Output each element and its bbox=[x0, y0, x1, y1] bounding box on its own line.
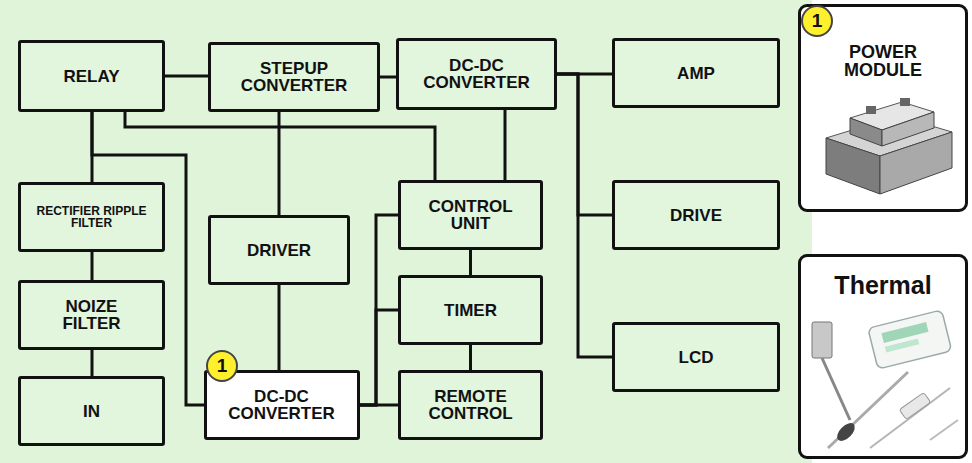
block-box: LCD bbox=[612, 322, 780, 392]
block-box: REMOTE CONTROL bbox=[398, 370, 543, 440]
block-label: TIMER bbox=[444, 302, 497, 319]
block-label: DRIVER bbox=[247, 242, 311, 259]
callout-number: 1 bbox=[206, 350, 238, 382]
block-label: REMOTE CONTROL bbox=[416, 388, 526, 422]
block-label: LCD bbox=[679, 349, 714, 366]
wire-connector bbox=[504, 110, 507, 180]
product-panel: Thermal bbox=[798, 254, 968, 459]
block-label: DRIVE bbox=[670, 207, 722, 224]
wire-connector bbox=[92, 112, 204, 405]
block-box: CONTROL UNIT bbox=[398, 180, 543, 250]
panel-title: Thermal bbox=[834, 273, 931, 298]
block-box: RELAY bbox=[18, 40, 165, 112]
block-box: DC-DC CONVERTER bbox=[396, 38, 557, 110]
block-label: RECTIFIER RIPPLE FILTER bbox=[32, 205, 152, 229]
block-label: NOIZE FILTER bbox=[42, 298, 142, 332]
block-label: CONTROL UNIT bbox=[416, 198, 526, 232]
panel-ground bbox=[800, 6, 966, 210]
panel-title: POWER MODULE bbox=[823, 43, 943, 79]
block-box: TIMER bbox=[398, 275, 543, 345]
wire-connector bbox=[380, 76, 396, 79]
block-box: RECTIFIER RIPPLE FILTER bbox=[18, 182, 165, 252]
green-ground bbox=[0, 0, 812, 463]
thermal-sensor-icon bbox=[812, 310, 958, 448]
block-label: STEPUP CONVERTER bbox=[224, 60, 364, 94]
block-label: IN bbox=[83, 403, 100, 420]
wire-connector bbox=[557, 74, 612, 215]
block-box: DRIVE bbox=[612, 180, 780, 250]
panel-ground bbox=[800, 256, 966, 457]
wire-connector bbox=[557, 74, 612, 357]
wire-connector bbox=[360, 310, 399, 405]
block-box: NOIZE FILTER bbox=[18, 280, 165, 350]
block-box: AMP bbox=[612, 38, 780, 108]
wire-connector bbox=[469, 345, 472, 370]
wire-connector bbox=[469, 250, 472, 275]
block-label: AMP bbox=[677, 65, 715, 82]
block-label: DC-DC CONVERTER bbox=[407, 57, 547, 91]
block-label: RELAY bbox=[63, 68, 119, 85]
wire-connector bbox=[91, 350, 94, 376]
block-box: DRIVER bbox=[208, 215, 350, 285]
wire-connector bbox=[91, 252, 94, 280]
wire-connector bbox=[165, 75, 208, 78]
callout-number: 1 bbox=[801, 5, 833, 37]
power-module-icon bbox=[826, 98, 952, 194]
wire-connector bbox=[360, 215, 399, 405]
block-box: STEPUP CONVERTER bbox=[208, 42, 380, 112]
wire-connector bbox=[278, 112, 281, 215]
block-label: DC-DC CONVERTER bbox=[212, 388, 352, 422]
wire-connector bbox=[278, 285, 281, 370]
block-box: IN bbox=[18, 376, 165, 446]
